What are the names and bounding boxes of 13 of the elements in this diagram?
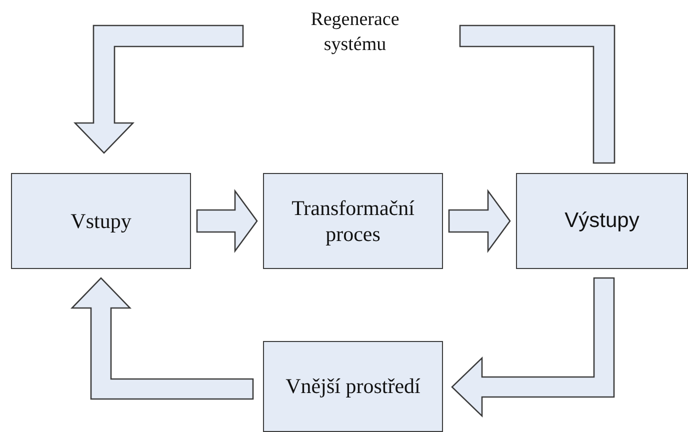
- box-label: Výstupy: [564, 208, 640, 234]
- block-arrow: [451, 277, 615, 418]
- block-arrow: [70, 277, 254, 400]
- block-arrow: [196, 189, 258, 253]
- block-arrow: [73, 24, 616, 164]
- block-arrow: [448, 189, 511, 253]
- box-label: Transformační proces: [290, 194, 416, 248]
- process-box: [263, 341, 443, 432]
- process-box: [11, 173, 191, 269]
- process-box: [516, 173, 688, 269]
- box-label: Vnější prostředí: [286, 373, 420, 400]
- box-label: Vstupy: [70, 208, 132, 234]
- process-box: [263, 173, 443, 269]
